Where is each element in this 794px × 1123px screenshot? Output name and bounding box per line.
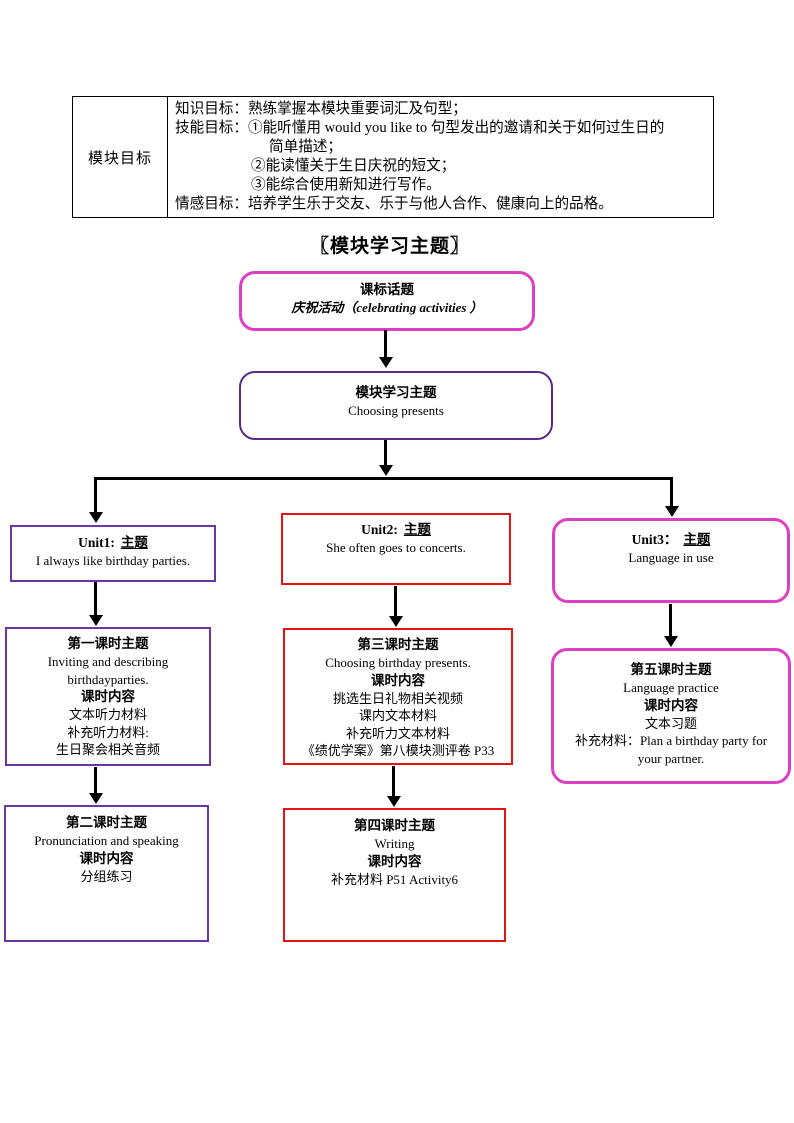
lesson5-box: 第五课时主题 Language practice 课时内容 文本习题 补充材料：… <box>551 648 791 784</box>
lesson1-content-line: 文本听力材料 <box>68 707 147 722</box>
topic-box-title: 课标话题 <box>360 282 414 297</box>
lesson2-subtitle: Pronunciation and speaking <box>34 833 179 848</box>
unit2-name: Unit2: <box>361 522 398 537</box>
lesson3-content-line: 课内文本材料 <box>358 708 437 723</box>
lesson3-content-line: 《绩优学案》第八模块测评卷 P33 <box>301 743 495 758</box>
lesson3-box: 第三课时主题 Choosing birthday presents. 课时内容 … <box>283 628 513 765</box>
topic-box-subtitle: 庆祝活动（celebrating activities ） <box>291 300 483 315</box>
section-title: 〖模块学习主题〗 <box>309 236 470 257</box>
goal-line: 简单描述； <box>269 139 342 155</box>
goal-header-label: 模块目标 <box>87 150 152 167</box>
lesson5-content-line: 文本习题 <box>644 715 697 731</box>
goal-line: 技能目标：①能听懂用 would you like to 句型发出的邀请和关于如… <box>175 120 665 136</box>
arrow-module-to-branch <box>378 440 393 476</box>
module-goal-table: 模块目标 知识目标：熟练掌握本模块重要词汇及句型； 技能目标：①能听懂用 wou… <box>72 96 714 218</box>
unit1-name: Unit1: <box>78 535 115 550</box>
goal-line: ③能综合使用新知进行写作。 <box>251 177 441 193</box>
arrow-branch-to-unit1 <box>88 480 103 523</box>
module-theme-subtitle: Choosing presents <box>348 403 444 418</box>
lesson3-content-line: 补充听力文本材料 <box>345 725 450 741</box>
unit1-topic-label: 主题 <box>120 535 148 550</box>
lesson5-content-header: 课时内容 <box>644 697 698 713</box>
lesson1-content-header: 课时内容 <box>81 689 135 704</box>
unit3-box: Unit3： 主题 Language in use <box>552 518 790 603</box>
goal-line: 情感目标：培养学生乐于交友、乐于与他人合作、健康向上的品格。 <box>175 196 613 212</box>
goal-content-cell: 知识目标：熟练掌握本模块重要词汇及句型； 技能目标：①能听懂用 would yo… <box>168 97 713 217</box>
unit3-topic-label: 主题 <box>683 532 711 547</box>
lesson2-box: 第二课时主题 Pronunciation and speaking 课时内容 分… <box>4 805 209 942</box>
branch-line <box>94 477 673 480</box>
lesson3-title: 第三课时主题 <box>357 637 439 652</box>
lesson2-content-header: 课时内容 <box>79 850 134 866</box>
lesson1-subtitle: Inviting and describing birthdayparties. <box>47 654 169 687</box>
arrow-unit3-to-lesson5 <box>663 604 678 647</box>
lesson5-title: 第五课时主题 <box>630 662 712 677</box>
module-theme-box: 模块学习主题 Choosing presents <box>239 371 553 440</box>
lesson1-title: 第一课时主题 <box>67 636 149 651</box>
lesson4-subtitle: Writing <box>374 836 415 851</box>
arrow-lesson1-to-lesson2 <box>88 767 103 804</box>
lesson3-subtitle: Choosing birthday presents. <box>325 655 471 670</box>
goal-line: 知识目标：熟练掌握本模块重要词汇及句型； <box>175 101 467 117</box>
arrow-topic-to-module <box>378 330 393 368</box>
unit1-title: Unit1: 主题 <box>78 534 148 552</box>
lesson2-content-line: 分组练习 <box>80 868 133 884</box>
lesson4-content-header: 课时内容 <box>367 853 422 869</box>
unit2-box: Unit2: 主题 She often goes to concerts. <box>281 513 511 585</box>
unit3-subtitle: Language in use <box>628 550 714 565</box>
lesson4-box: 第四课时主题 Writing 课时内容 补充材料 P51 Activity6 <box>283 808 506 942</box>
unit2-subtitle: She often goes to concerts. <box>326 540 466 555</box>
goal-header-cell: 模块目标 <box>73 97 168 217</box>
topic-box: 课标话题 庆祝活动（celebrating activities ） <box>239 271 535 331</box>
lesson1-content-line: 生日聚会相关音频 <box>55 742 160 757</box>
lesson3-content-line: 挑选生日礼物相关视频 <box>332 690 463 706</box>
lesson5-content-line: 补充材料：Plan a birthday party for your part… <box>574 733 768 766</box>
lesson3-content-header: 课时内容 <box>371 672 425 688</box>
lesson4-content-line: 补充材料 P51 Activity6 <box>330 871 459 887</box>
module-theme-title: 模块学习主题 <box>355 385 437 400</box>
arrow-unit1-to-lesson1 <box>88 582 103 626</box>
unit2-topic-label: 主题 <box>403 522 431 537</box>
lesson1-box: 第一课时主题 Inviting and describing birthdayp… <box>5 627 211 766</box>
unit3-name: Unit3： <box>631 532 678 547</box>
goal-line: ②能读懂关于生日庆祝的短文； <box>251 158 456 174</box>
arrow-unit2-to-lesson3 <box>388 586 403 627</box>
unit1-subtitle: I always like birthday parties. <box>35 553 191 568</box>
lesson4-title: 第四课时主题 <box>354 818 435 833</box>
unit1-box: Unit1: 主题 I always like birthday parties. <box>10 525 216 582</box>
unit2-title: Unit2: 主题 <box>361 521 431 539</box>
unit3-title: Unit3： 主题 <box>632 531 711 549</box>
lesson1-content-line: 补充听力材料: <box>67 724 149 740</box>
lesson5-subtitle: Language practice <box>623 680 719 695</box>
arrow-lesson3-to-lesson4 <box>386 766 401 807</box>
lesson2-title: 第二课时主题 <box>66 815 147 830</box>
arrow-branch-to-unit3 <box>664 480 679 517</box>
